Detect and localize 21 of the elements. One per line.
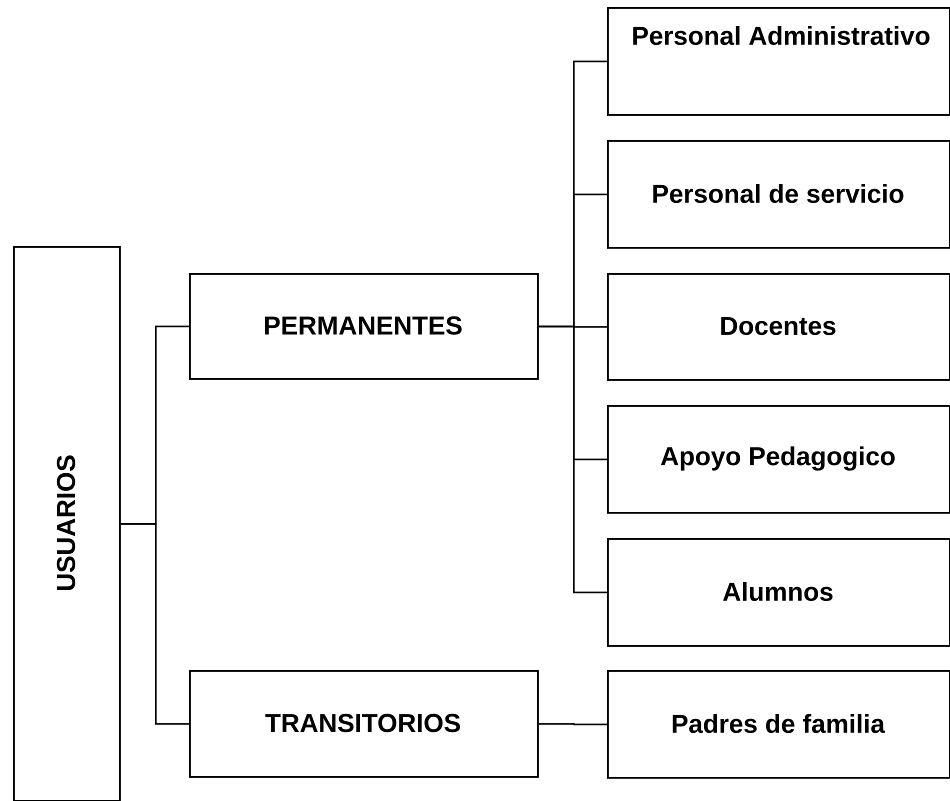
item-box	[607, 538, 950, 647]
item-box	[607, 273, 950, 381]
connector-line	[538, 326, 607, 594]
node-label: Personal Administrativo	[633, 26, 930, 46]
node-label: TRANSITORIOS	[265, 714, 460, 732]
node-label: Personal de servicio	[653, 184, 904, 204]
item-box	[607, 7, 950, 116]
category-box	[13, 246, 121, 801]
connector-line	[538, 723, 607, 726]
item-box	[607, 670, 950, 779]
node-label: Docentes	[721, 316, 836, 336]
item-box	[607, 405, 950, 514]
node-label: PERMANENTES	[265, 316, 462, 335]
node-label: Apoyo Pedagogico	[660, 446, 895, 471]
node-label: USUARIOS	[56, 455, 76, 590]
node-label: Alumnos	[723, 582, 833, 602]
connector-line	[120, 523, 189, 725]
category-box	[189, 273, 539, 380]
category-box	[189, 670, 539, 778]
node-label: Padres de familia	[672, 714, 886, 734]
item-box	[607, 140, 950, 249]
